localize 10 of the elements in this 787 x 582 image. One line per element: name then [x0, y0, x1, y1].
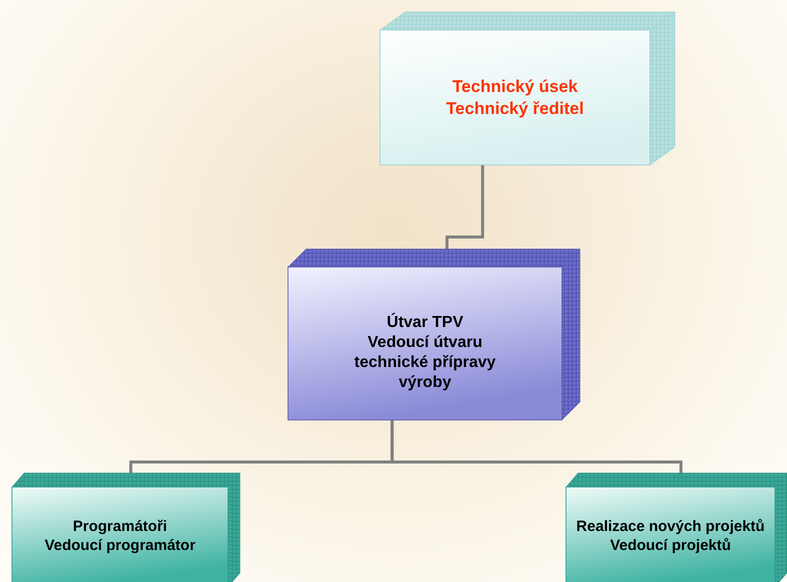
- node-label: Realizace nových projektů: [576, 518, 765, 537]
- node-label: Vedoucí útvaru technické přípravy výroby: [353, 332, 497, 392]
- node-label: Vedoucí projektů: [610, 537, 731, 556]
- node-label: Technický úsek: [452, 76, 578, 98]
- connector-line: [390, 420, 682, 473]
- connector-line: [446, 165, 484, 249]
- node-label: Útvar TPV: [386, 312, 464, 332]
- node-label: Vedoucí programátor: [44, 537, 196, 556]
- node-label: Technický ředitel: [446, 98, 584, 119]
- node-label: Programátoři: [72, 518, 168, 537]
